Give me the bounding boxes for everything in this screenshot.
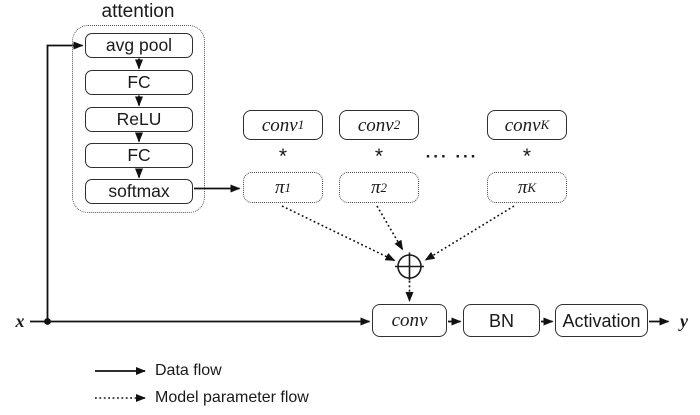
input-to-attention-line [46,41,84,322]
branch-ellipsis: ··· ··· [425,147,479,166]
bn-box: BN [463,304,540,337]
output-y-label: y [680,311,688,331]
legend-data-flow-label: Data flow [155,362,222,379]
pi2-to-sum-arrow [376,205,404,251]
conv-output-box: conv [372,304,447,337]
attention-container [72,25,205,213]
legend-line-samples [95,367,146,402]
piK-to-sum-arrow [424,205,515,261]
attention-title: attention [101,1,175,22]
input-x-label: x [15,311,25,331]
legend-parameter-flow-label: Model parameter flow [155,389,309,406]
parameter-flow-arrows [281,205,515,302]
attention-layer-fc2: FC [85,143,193,168]
activation-box: Activation [555,304,648,337]
pi1-to-sum-arrow [281,205,396,262]
weighted-sum-operator-icon [395,252,424,281]
multiply-operator-K: * [522,145,532,168]
multiply-operator-1: * [278,145,288,168]
attention-layer-relu: ReLU [85,107,193,132]
attention-layer-avg-pool: avg pool [85,33,193,58]
multiply-operator-2: * [374,145,384,168]
attention-layer-softmax: softmax [85,179,193,204]
attention-layer-fc1: FC [85,70,193,95]
